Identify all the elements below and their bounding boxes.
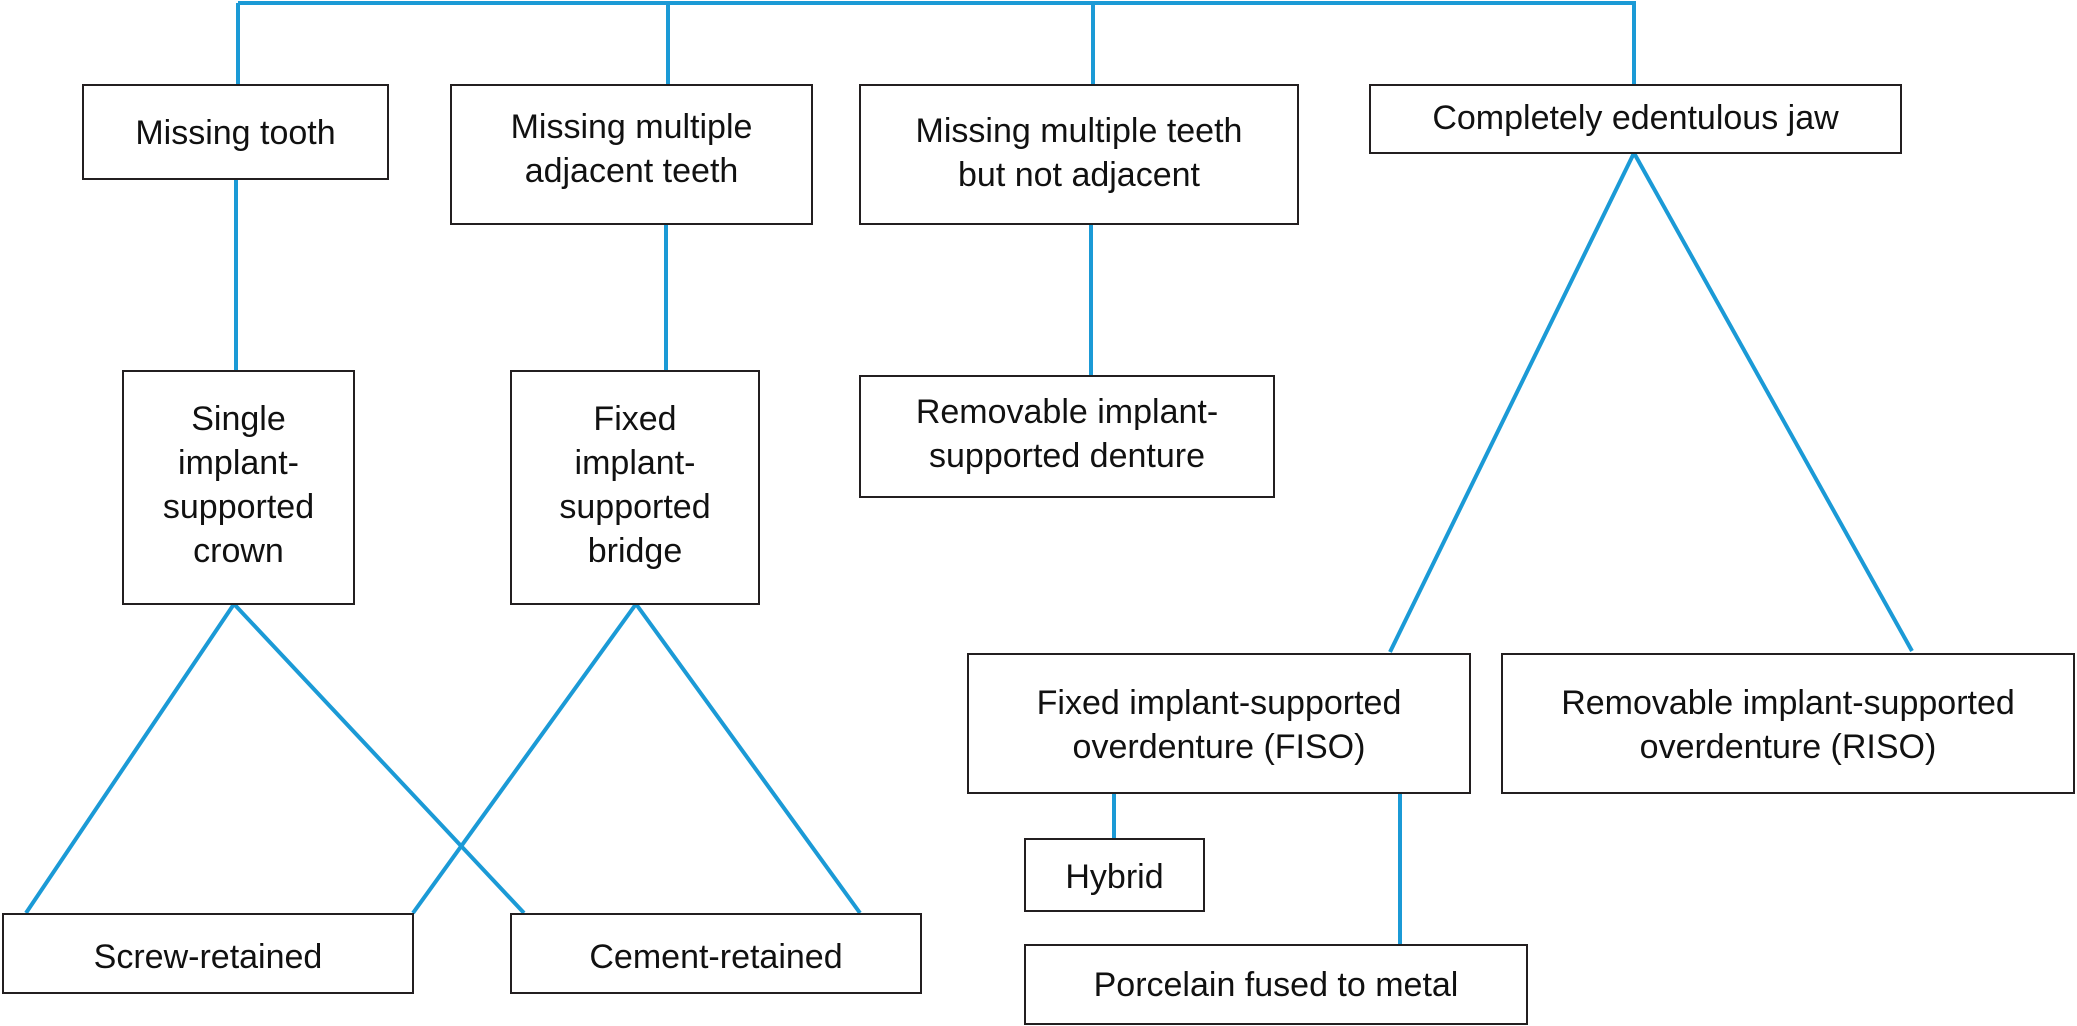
node-missing-not-adjacent: Missing multiple teeth but not adjacent bbox=[859, 84, 1299, 225]
node-box-removable-denture bbox=[859, 375, 1275, 498]
connector-line-14 bbox=[634, 602, 862, 915]
node-box-hybrid bbox=[1024, 838, 1205, 912]
node-label-fixed-bridge-line-3: supported bbox=[559, 488, 710, 526]
node-screw: Screw-retained bbox=[2, 913, 414, 994]
node-label-missing-not-adjacent-line-1: Missing multiple teeth bbox=[916, 112, 1243, 150]
node-removable-denture: Removable implant-supported denture bbox=[859, 375, 1275, 498]
node-label-riso-line-2: overdenture (RISO) bbox=[1640, 728, 1937, 766]
connector-line-10 bbox=[1632, 152, 1914, 652]
connector-line-9 bbox=[1388, 152, 1636, 653]
node-box-edentulous bbox=[1369, 84, 1902, 154]
node-label-removable-denture-line-2: supported denture bbox=[929, 437, 1205, 475]
node-label-riso-line-1: Removable implant-supported bbox=[1561, 684, 2015, 722]
node-box-cement bbox=[510, 913, 922, 994]
node-label-single-crown-line-1: Single bbox=[191, 400, 286, 438]
node-label-fixed-bridge-line-1: Fixed bbox=[593, 400, 676, 438]
node-cement: Cement-retained bbox=[510, 913, 922, 994]
node-label-fixed-bridge-line-4: bridge bbox=[588, 532, 683, 570]
node-label-fiso-line-1: Fixed implant-supported bbox=[1037, 684, 1402, 722]
connector-line-13 bbox=[411, 602, 638, 915]
node-label-pfm-line-1: Porcelain fused to metal bbox=[1094, 966, 1459, 1004]
node-missing-tooth: Missing tooth bbox=[82, 84, 389, 180]
node-box-screw bbox=[2, 913, 414, 994]
connector-line-12 bbox=[232, 602, 526, 915]
node-fixed-bridge: Fixed implant-supported bridge bbox=[510, 370, 760, 605]
node-label-hybrid-line-1: Hybrid bbox=[1065, 858, 1163, 896]
node-box-missing-adjacent bbox=[450, 84, 813, 225]
node-label-screw-line-1: Screw-retained bbox=[94, 938, 323, 976]
node-box-pfm bbox=[1024, 944, 1528, 1025]
node-label-missing-adjacent-line-1: Missing multiple bbox=[511, 108, 753, 146]
node-label-fiso-line-2: overdenture (FISO) bbox=[1073, 728, 1366, 766]
connector-lines bbox=[24, 1, 1914, 945]
node-box-riso bbox=[1501, 653, 2075, 794]
node-label-removable-denture-line-1: Removable implant- bbox=[916, 393, 1218, 431]
connector-line-11 bbox=[24, 602, 236, 915]
node-label-fixed-bridge-line-2: implant- bbox=[575, 444, 696, 482]
node-label-single-crown-line-4: crown bbox=[193, 532, 284, 570]
node-fiso: Fixed implant-supported overdenture (FISO… bbox=[967, 653, 1471, 794]
node-label-edentulous-line-1: Completely edentulous jaw bbox=[1432, 99, 1839, 137]
node-box-missing-tooth bbox=[82, 84, 389, 180]
node-label-single-crown-line-2: implant- bbox=[178, 444, 299, 482]
node-box-missing-not-adjacent bbox=[859, 84, 1299, 225]
node-box-fixed-bridge bbox=[510, 370, 760, 605]
node-label-cement-line-1: Cement-retained bbox=[589, 938, 842, 976]
node-missing-adjacent: Missing multiple adjacent teeth bbox=[450, 84, 813, 225]
node-label-missing-adjacent-line-2: adjacent teeth bbox=[525, 152, 739, 190]
node-label-missing-tooth-line-1: Missing tooth bbox=[135, 114, 335, 152]
node-box-single-crown bbox=[122, 370, 355, 605]
node-edentulous: Completely edentulous jaw bbox=[1369, 84, 1902, 154]
flowchart-nodes: Missing tooth Missing multiple adjacent te… bbox=[2, 84, 2075, 1025]
node-pfm: Porcelain fused to metal bbox=[1024, 944, 1528, 1025]
node-hybrid: Hybrid bbox=[1024, 838, 1205, 912]
node-box-fiso bbox=[967, 653, 1471, 794]
node-label-single-crown-line-3: supported bbox=[163, 488, 314, 526]
node-single-crown: Single implant-supported crown bbox=[122, 370, 355, 605]
node-label-missing-not-adjacent-line-2: but not adjacent bbox=[958, 156, 1201, 194]
node-riso: Removable implant-supported overdenture (… bbox=[1501, 653, 2075, 794]
